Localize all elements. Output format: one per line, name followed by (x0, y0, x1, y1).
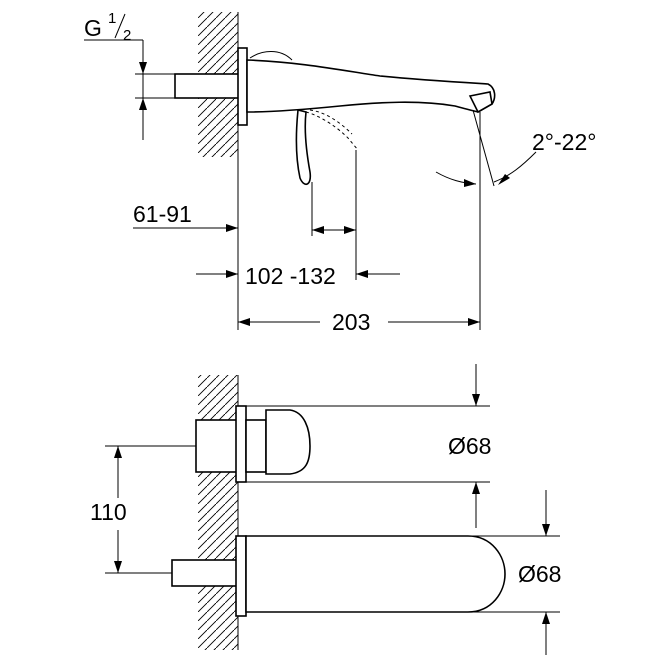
thread-numerator: 1 (108, 10, 116, 27)
dim-handle-diameter: Ø68 (246, 364, 491, 528)
dim-lever-gap (312, 226, 356, 234)
dim-lever-offset: 102 -132 (196, 263, 400, 289)
thread-letter: G (84, 15, 102, 41)
dim-spout-angle: 2°-22° (435, 109, 596, 187)
dim-spout-diameter: Ø68 (468, 490, 561, 655)
center-distance-label: 110 (90, 499, 127, 525)
thread-denominator: 2 (123, 27, 131, 44)
spout-side (246, 51, 496, 114)
spout-length-label: 203 (332, 309, 370, 335)
dim-spout-length: 203 (238, 309, 480, 335)
spout-angle-label: 2°-22° (532, 129, 596, 155)
dim-center-distance: 110 (90, 445, 196, 574)
wall-depth-label: 61-91 (133, 201, 192, 227)
lever-handle (295, 108, 359, 185)
spout-diameter-label: Ø68 (518, 561, 561, 587)
thread-pipe (174, 73, 242, 99)
dim-wall-depth: 61-91 (133, 201, 238, 232)
front-view: 110 Ø68 Ø68 (90, 364, 561, 655)
thread-label: G 1 2 (84, 10, 175, 140)
handle-front (195, 405, 311, 483)
lever-offset-label: 102 -132 (245, 263, 336, 289)
wall-rosette-top (237, 47, 248, 126)
wall-bottom (198, 375, 239, 650)
side-view: G 1 2 61-91 (84, 10, 596, 335)
handle-diameter-label: Ø68 (448, 433, 491, 459)
spout-front (171, 535, 506, 617)
